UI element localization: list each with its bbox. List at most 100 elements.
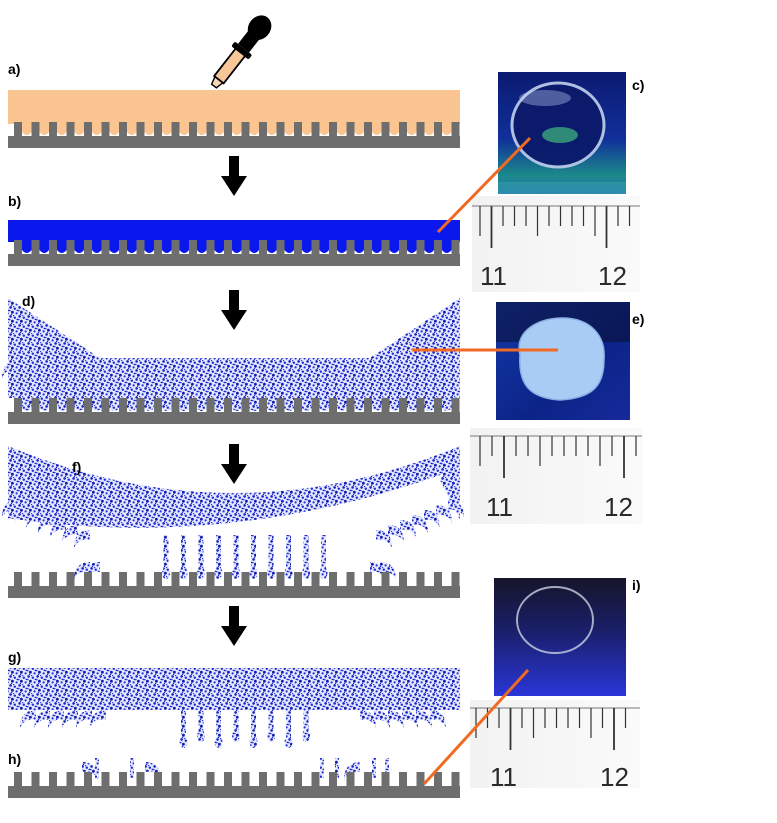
substrate — [8, 412, 460, 424]
substrate-tooth — [364, 772, 372, 788]
substrate-tooth — [434, 772, 442, 788]
porous-film — [8, 446, 460, 528]
strand-tip — [197, 567, 205, 579]
film-hook — [90, 710, 106, 728]
photo-e: 11 12 — [470, 302, 642, 524]
gap-fill — [22, 122, 32, 135]
substrate-tooth — [66, 572, 75, 588]
substrate-tooth — [206, 240, 215, 256]
gap-fill — [424, 240, 434, 253]
gap-fill — [319, 398, 329, 411]
substrate-tooth — [329, 572, 337, 588]
substrate-tooth — [399, 572, 407, 588]
substrate-tooth — [84, 398, 92, 414]
photo-e-coating — [518, 317, 605, 401]
substrate-tooth — [49, 772, 57, 788]
step-d — [2, 298, 460, 424]
film-hook — [14, 505, 30, 523]
film-hook — [74, 530, 90, 548]
gap-fill — [57, 240, 67, 253]
substrate-tooth — [171, 398, 180, 414]
photo-i-ruler — [470, 700, 640, 788]
gap-fill — [179, 398, 189, 411]
film-hook — [380, 562, 396, 580]
substrate-tooth — [49, 122, 57, 138]
photo-i-ring — [516, 586, 594, 654]
substrate-tooth — [346, 572, 355, 588]
substrate-tooth — [119, 122, 127, 138]
strand-tip — [179, 736, 188, 748]
substrate-tooth — [189, 772, 197, 788]
gap-fill — [337, 240, 347, 253]
label-f: f) — [72, 459, 81, 475]
strand-tip — [284, 736, 293, 748]
strand — [268, 535, 274, 573]
substrate-tooth — [364, 240, 372, 256]
gap-fill — [214, 122, 224, 135]
strand — [268, 706, 274, 736]
substrate-tooth — [66, 772, 75, 788]
residue — [372, 758, 376, 778]
gap-fill — [39, 240, 49, 253]
gap-fill — [267, 240, 277, 253]
substrate-tooth — [346, 240, 355, 256]
label-i: i) — [632, 577, 641, 593]
gap-fill — [337, 398, 347, 411]
film-hook — [82, 762, 98, 780]
substrate-tooth — [416, 398, 425, 414]
film-hook — [74, 562, 90, 580]
substrate-tooth — [154, 398, 162, 414]
gap-fill — [389, 398, 399, 411]
gap-fill — [267, 122, 277, 135]
gap-fill — [354, 240, 364, 253]
substrate-tooth — [311, 572, 320, 588]
gap-fill — [232, 122, 242, 135]
gap-fill — [179, 240, 189, 253]
substrate-tooth — [136, 240, 145, 256]
substrate — [8, 254, 460, 266]
substrate-tooth — [241, 240, 250, 256]
ruler-e-number-12: 12 — [604, 492, 633, 522]
down-arrow-icon — [221, 156, 247, 196]
down-arrow-icon — [221, 606, 247, 646]
strand-tip — [162, 567, 170, 579]
film-hook — [430, 710, 446, 728]
substrate-tooth — [451, 772, 460, 788]
strand-tip — [302, 567, 310, 579]
gap-fill — [39, 122, 49, 135]
substrate-tooth — [189, 240, 197, 256]
substrate-tooth — [189, 122, 197, 138]
substrate-tooth — [154, 772, 162, 788]
step-h — [8, 758, 460, 798]
gap-fill — [232, 398, 242, 411]
substrate-tooth — [451, 572, 460, 588]
substrate-tooth — [434, 122, 442, 138]
substrate-tooth — [31, 572, 40, 588]
substrate-tooth — [189, 572, 197, 588]
film-hook — [426, 365, 442, 383]
substrate-tooth — [49, 240, 57, 256]
film-hook — [400, 520, 416, 538]
substrate-tooth — [241, 772, 250, 788]
substrate-tooth — [311, 240, 320, 256]
strand — [286, 535, 291, 573]
substrate-tooth — [259, 772, 267, 788]
film-hook — [76, 710, 92, 728]
gap-fill — [302, 122, 312, 135]
residue — [130, 758, 134, 778]
substrate — [8, 586, 460, 598]
substrate-tooth — [434, 572, 442, 588]
film-hook — [344, 762, 360, 780]
gap-fill — [372, 240, 382, 253]
film-hook — [402, 710, 418, 728]
substrate-tooth — [276, 240, 285, 256]
substrate-tooth — [84, 240, 92, 256]
strand — [233, 535, 239, 573]
gap-fill — [127, 122, 137, 135]
ruler-e-number-11: 11 — [486, 492, 513, 522]
substrate-tooth — [329, 772, 337, 788]
substrate-tooth — [136, 572, 145, 588]
gap-fill — [424, 398, 434, 411]
gap-fill — [74, 122, 84, 135]
gap-fill — [144, 240, 154, 253]
